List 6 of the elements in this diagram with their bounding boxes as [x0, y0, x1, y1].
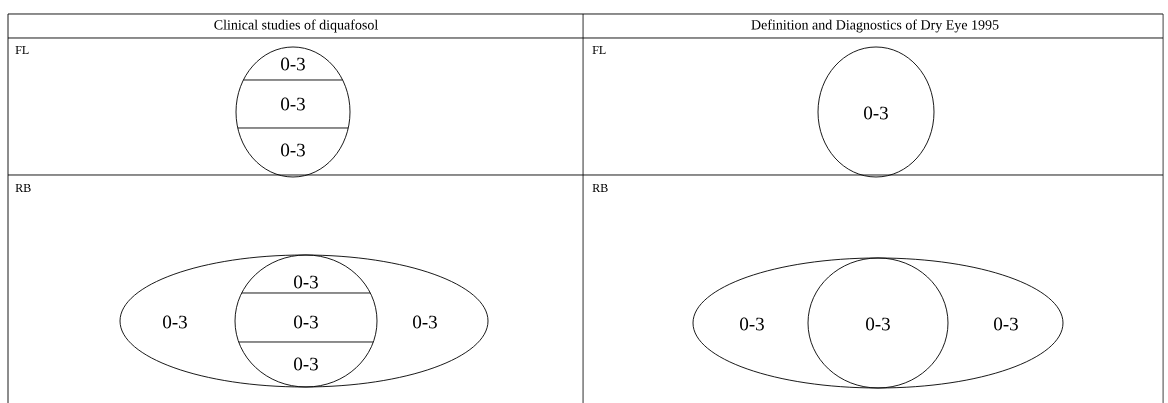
row-label: FL: [15, 46, 29, 54]
row-label: RB: [15, 184, 31, 192]
column-header: Definition and Diagnostics of Dry Eye 1995: [751, 19, 999, 33]
column-header: Clinical studies of diquafosol: [214, 19, 378, 33]
row-label: RB: [592, 184, 608, 192]
row-label: FL: [592, 46, 606, 54]
